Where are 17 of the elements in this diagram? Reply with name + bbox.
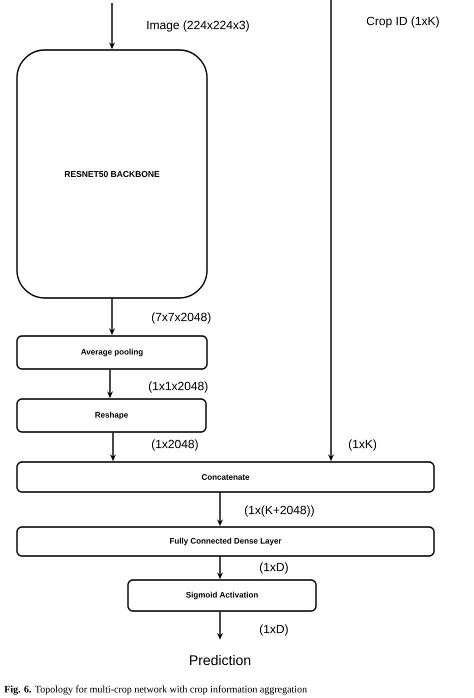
layer-box: Average pooling [16,335,208,370]
shape-label: (1xK) [348,439,376,451]
edge-label: Crop ID (1xK) [366,16,439,28]
layer-box: Sigmoid Activation [127,579,317,612]
edge-label: (1x1x2048) [148,381,208,393]
edge-label: (1x(K+2048)) [244,505,314,517]
caption: Fig. 6. Topology for multi-crop network with crop information aggregation [4,685,307,695]
edge-label: (1x2048) [152,439,198,451]
layer-box: Reshape [16,398,207,433]
edge-label: Image (224x224x3) [147,20,249,32]
layer-box: Concatenate [16,461,435,493]
output-text: Prediction [190,654,250,666]
edge-label: (7x7x2048) [152,312,210,324]
backbone-box: RESNET50 BACKBONE [16,49,208,299]
edge-label: (1xD) [260,624,288,636]
layer-box: Fully Connected Dense Layer [16,526,435,557]
edge-label: (1xD) [260,562,288,574]
